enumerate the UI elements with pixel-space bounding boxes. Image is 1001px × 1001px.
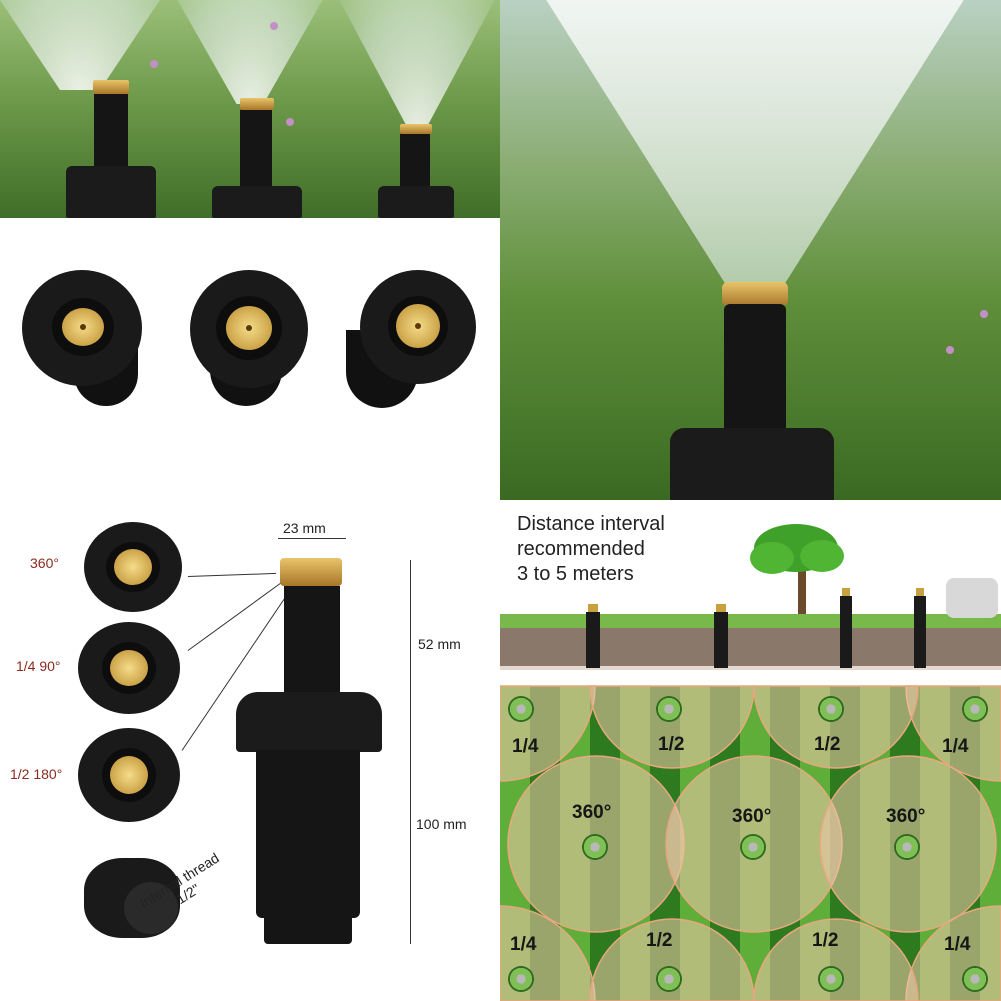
zone-label-mid-left: 360° (572, 802, 612, 823)
zone-label-bot-mid-left: 1/2 (646, 930, 673, 951)
top-height-label: 52 mm (418, 636, 461, 652)
angle-label-360: 360° (30, 555, 59, 571)
cap-width-label: 23 mm (283, 520, 326, 536)
angle-label-90: 1/4 90° (16, 658, 61, 674)
sprinkler-dot-bot-right (962, 966, 988, 992)
zone-label-top-left: 1/4 (512, 736, 539, 757)
nozzle-head-1 (22, 270, 146, 406)
sprinkler-photo-tall (0, 0, 166, 218)
sprinkler-dot-top-mid-right (818, 696, 844, 722)
pump-illustration (946, 578, 998, 618)
sprinkler-dot-mid-left (582, 834, 608, 860)
zone-label-mid-right: 360° (886, 806, 926, 827)
zone-label-mid-center: 360° (732, 806, 772, 827)
sprinkler-photo-short (334, 0, 500, 218)
tree-illustration (750, 524, 844, 622)
sprinkler-closeup-photo (500, 0, 1001, 500)
distance-text: Distance interval recommended 3 to 5 met… (517, 512, 777, 587)
zone-label-top-right: 1/4 (942, 736, 969, 757)
diagram-graphics (500, 524, 1001, 1001)
height-dimension-line (410, 560, 411, 944)
zone-label-bot-right: 1/4 (944, 934, 971, 955)
layout-diagram: Distance interval recommended 3 to 5 met… (500, 500, 1001, 1001)
arrow-90 (187, 580, 284, 651)
sprinkler-dot-bot-mid-left (656, 966, 682, 992)
distance-line-2: recommended (517, 538, 645, 560)
arrow-360 (187, 572, 276, 577)
angle-label-180: 1/2 180° (10, 766, 63, 782)
sprinkler-dot-top-right (962, 696, 988, 722)
nozzle-heads-product (0, 218, 500, 500)
sprinkler-dot-top-left (508, 696, 534, 722)
distance-line-3: 3 to 5 meters (517, 563, 634, 585)
pipe (500, 666, 1001, 670)
distance-line-1: Distance interval (517, 513, 665, 535)
nozzle-head-3 (346, 270, 476, 410)
grass-strip (500, 614, 1001, 628)
nozzle-cap-90 (78, 622, 180, 716)
specifications-panel: 360° 1/4 90° 1/2 180° 23 mm 52 mm 100 mm (0, 500, 500, 1001)
sprinkler-photo-strip (0, 0, 500, 218)
sprinkler-dot-mid-center (740, 834, 766, 860)
zone-label-top-mid-right: 1/2 (814, 734, 841, 755)
nozzle-head-2 (188, 270, 312, 406)
width-dimension-line (278, 538, 346, 539)
sprinkler-dot-bot-left (508, 966, 534, 992)
zone-label-bot-left: 1/4 (510, 934, 537, 955)
nozzle-cap-360 (84, 522, 182, 614)
sprinkler-photo-medium (166, 0, 334, 218)
thread-adapter (84, 848, 180, 944)
water-spray (540, 0, 970, 290)
body-height-label: 100 mm (416, 816, 467, 832)
zone-label-bot-mid-right: 1/2 (812, 930, 839, 951)
sprinkler-dot-mid-right (894, 834, 920, 860)
zone-label-top-mid-left: 1/2 (658, 734, 685, 755)
nozzle-cap-180 (78, 728, 180, 824)
sprinkler-dot-top-mid-left (656, 696, 682, 722)
sprinkler-dot-bot-mid-right (818, 966, 844, 992)
